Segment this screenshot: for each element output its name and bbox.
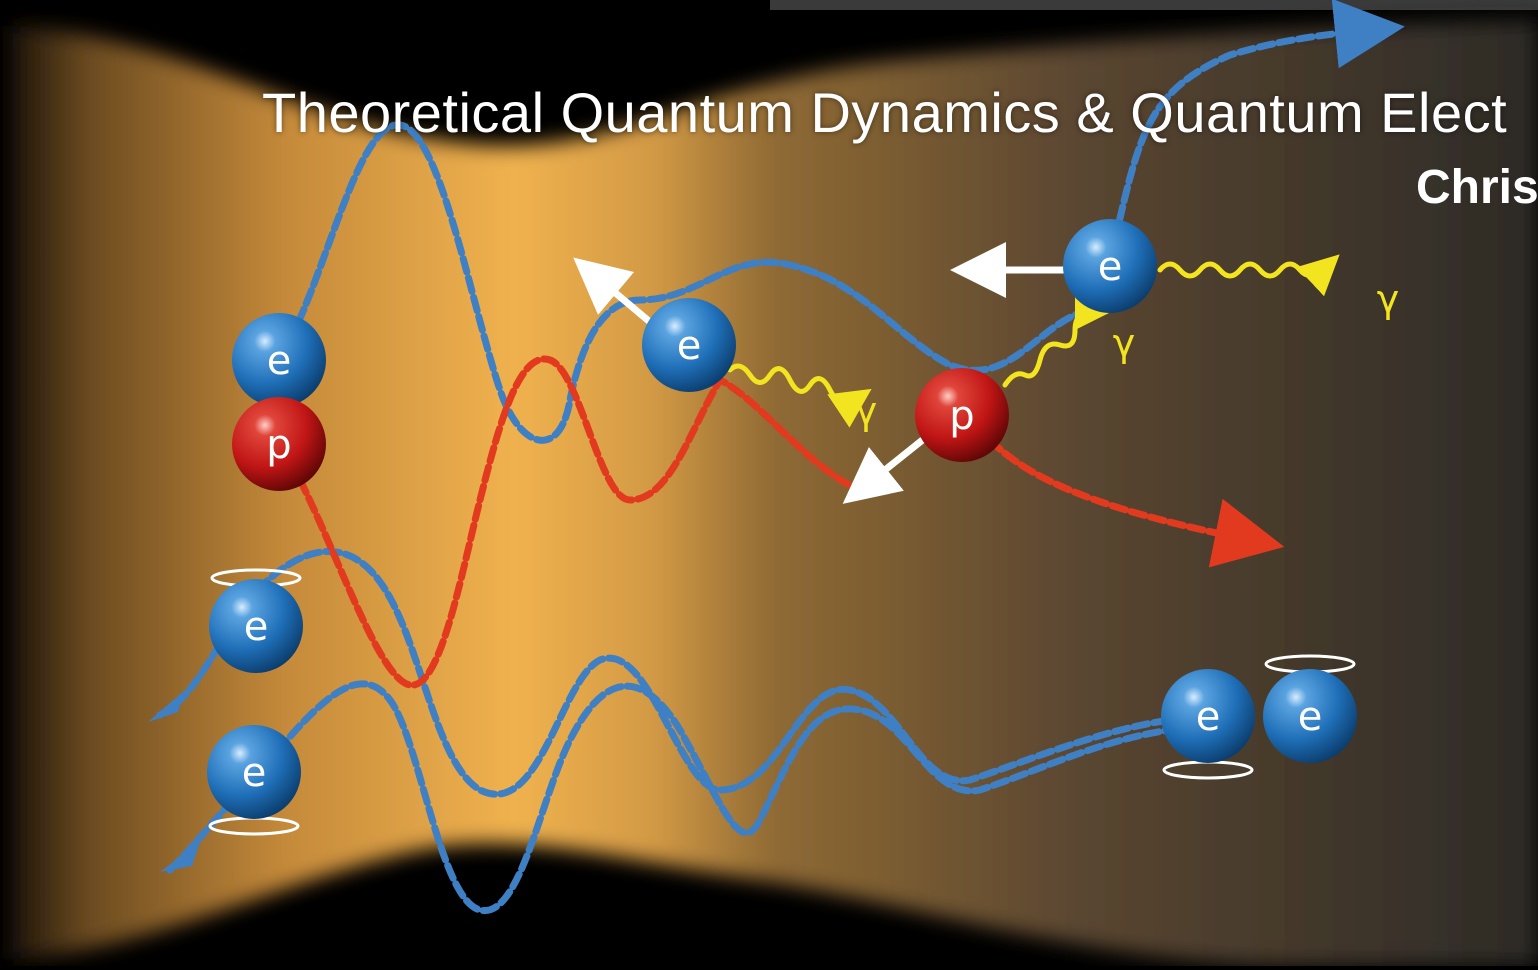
photon-right-lower-path <box>1002 290 1115 388</box>
momentum-arrows <box>573 242 1069 504</box>
gamma-right-upper-label: γ <box>1377 277 1400 321</box>
electron-sphere <box>209 579 303 673</box>
momentum-arrow-proton <box>842 434 929 504</box>
electron-sphere <box>1063 219 1157 313</box>
proton-label: p <box>266 422 291 468</box>
electron-sphere <box>232 313 326 407</box>
electron-label: e <box>267 338 292 384</box>
proton-p-left: p <box>232 397 326 491</box>
electron-sphere <box>1263 669 1357 763</box>
electron-label: e <box>1098 244 1123 290</box>
electron-e-top-left: e <box>232 313 326 407</box>
proton-path-right <box>986 436 1285 568</box>
momentum-arrow-middle <box>573 257 654 326</box>
electron-path-lower-left <box>166 680 1174 914</box>
arrowhead-left-lower <box>160 842 200 872</box>
electron-e-pair-left: e <box>1161 669 1255 763</box>
photon-right-upper-path <box>1157 254 1340 297</box>
photo-strip <box>770 0 1538 10</box>
proton-sphere <box>915 368 1009 462</box>
slide-title: Theoretical Quantum Dynamics & Quantum E… <box>262 81 1508 144</box>
electron-paths <box>156 0 1405 914</box>
gamma-labels: γ γ γ <box>855 277 1400 433</box>
proton-sphere <box>232 397 326 491</box>
electron-e-spin-lower-left: e <box>207 725 301 819</box>
gamma-right-lower-label: γ <box>1113 321 1136 365</box>
photons <box>727 254 1340 428</box>
arrowhead-left-upper <box>148 690 185 722</box>
electron-sphere <box>207 725 301 819</box>
electron-sphere <box>1161 669 1255 763</box>
photon-middle-path <box>727 363 872 428</box>
electron-e-spin-upper-left: e <box>209 579 303 673</box>
gamma-middle-label: γ <box>855 389 878 433</box>
electron-path-top-left <box>286 121 1094 444</box>
electron-label: e <box>244 604 269 650</box>
author-name: Chris <box>1416 161 1538 214</box>
electron-sphere <box>642 298 736 392</box>
electron-e-middle: e <box>642 298 736 392</box>
laser-beam <box>10 20 1538 966</box>
electron-label: e <box>1298 694 1323 740</box>
electron-label: e <box>1196 694 1221 740</box>
electron-e-top-right: e <box>1063 219 1157 313</box>
electron-path-top-right <box>1111 0 1405 244</box>
electron-label: e <box>242 750 267 796</box>
electron-label: e <box>677 323 702 369</box>
proton-label: p <box>949 393 974 439</box>
proton-p-right: p <box>915 368 1009 462</box>
electron-e-pair-right: e <box>1263 669 1357 763</box>
